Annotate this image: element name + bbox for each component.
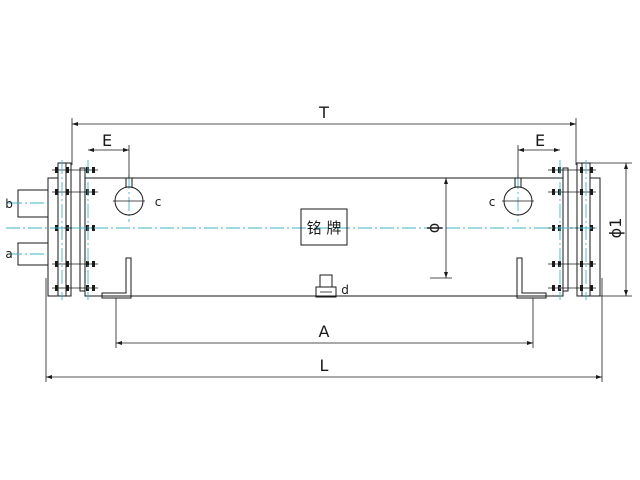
nameplate: 铭 牌	[300, 208, 348, 246]
label-port-b: b	[5, 197, 13, 211]
label-port-a: a	[5, 247, 12, 261]
label-T: T	[318, 103, 329, 122]
dimension-T: T	[71, 103, 577, 165]
dimension-E-right: E	[517, 131, 560, 178]
dimension-L: L	[45, 278, 603, 382]
dimension-phi1: ϕ1	[590, 162, 632, 297]
label-port-c-left: c	[155, 195, 162, 209]
label-A: A	[319, 322, 330, 341]
dimension-E-left: E	[88, 131, 130, 178]
nameplate-text: 铭 牌	[307, 219, 342, 237]
label-E-right: E	[535, 131, 545, 150]
label-E-left: E	[102, 131, 112, 150]
label-phi: ϕ	[424, 223, 443, 234]
label-port-d: d	[341, 283, 349, 297]
support-right	[516, 257, 547, 299]
support-left	[101, 257, 132, 299]
centerlines	[6, 160, 600, 300]
label-L: L	[320, 356, 329, 375]
dimension-phi: ϕ	[424, 177, 452, 279]
drain-d	[315, 274, 337, 298]
nozzle-b	[17, 189, 49, 218]
label-phi1: ϕ1	[606, 218, 625, 239]
dimension-A: A	[115, 298, 534, 348]
right-bolts	[548, 167, 596, 291]
label-port-c-right: c	[489, 195, 496, 209]
left-bolts	[52, 167, 98, 291]
